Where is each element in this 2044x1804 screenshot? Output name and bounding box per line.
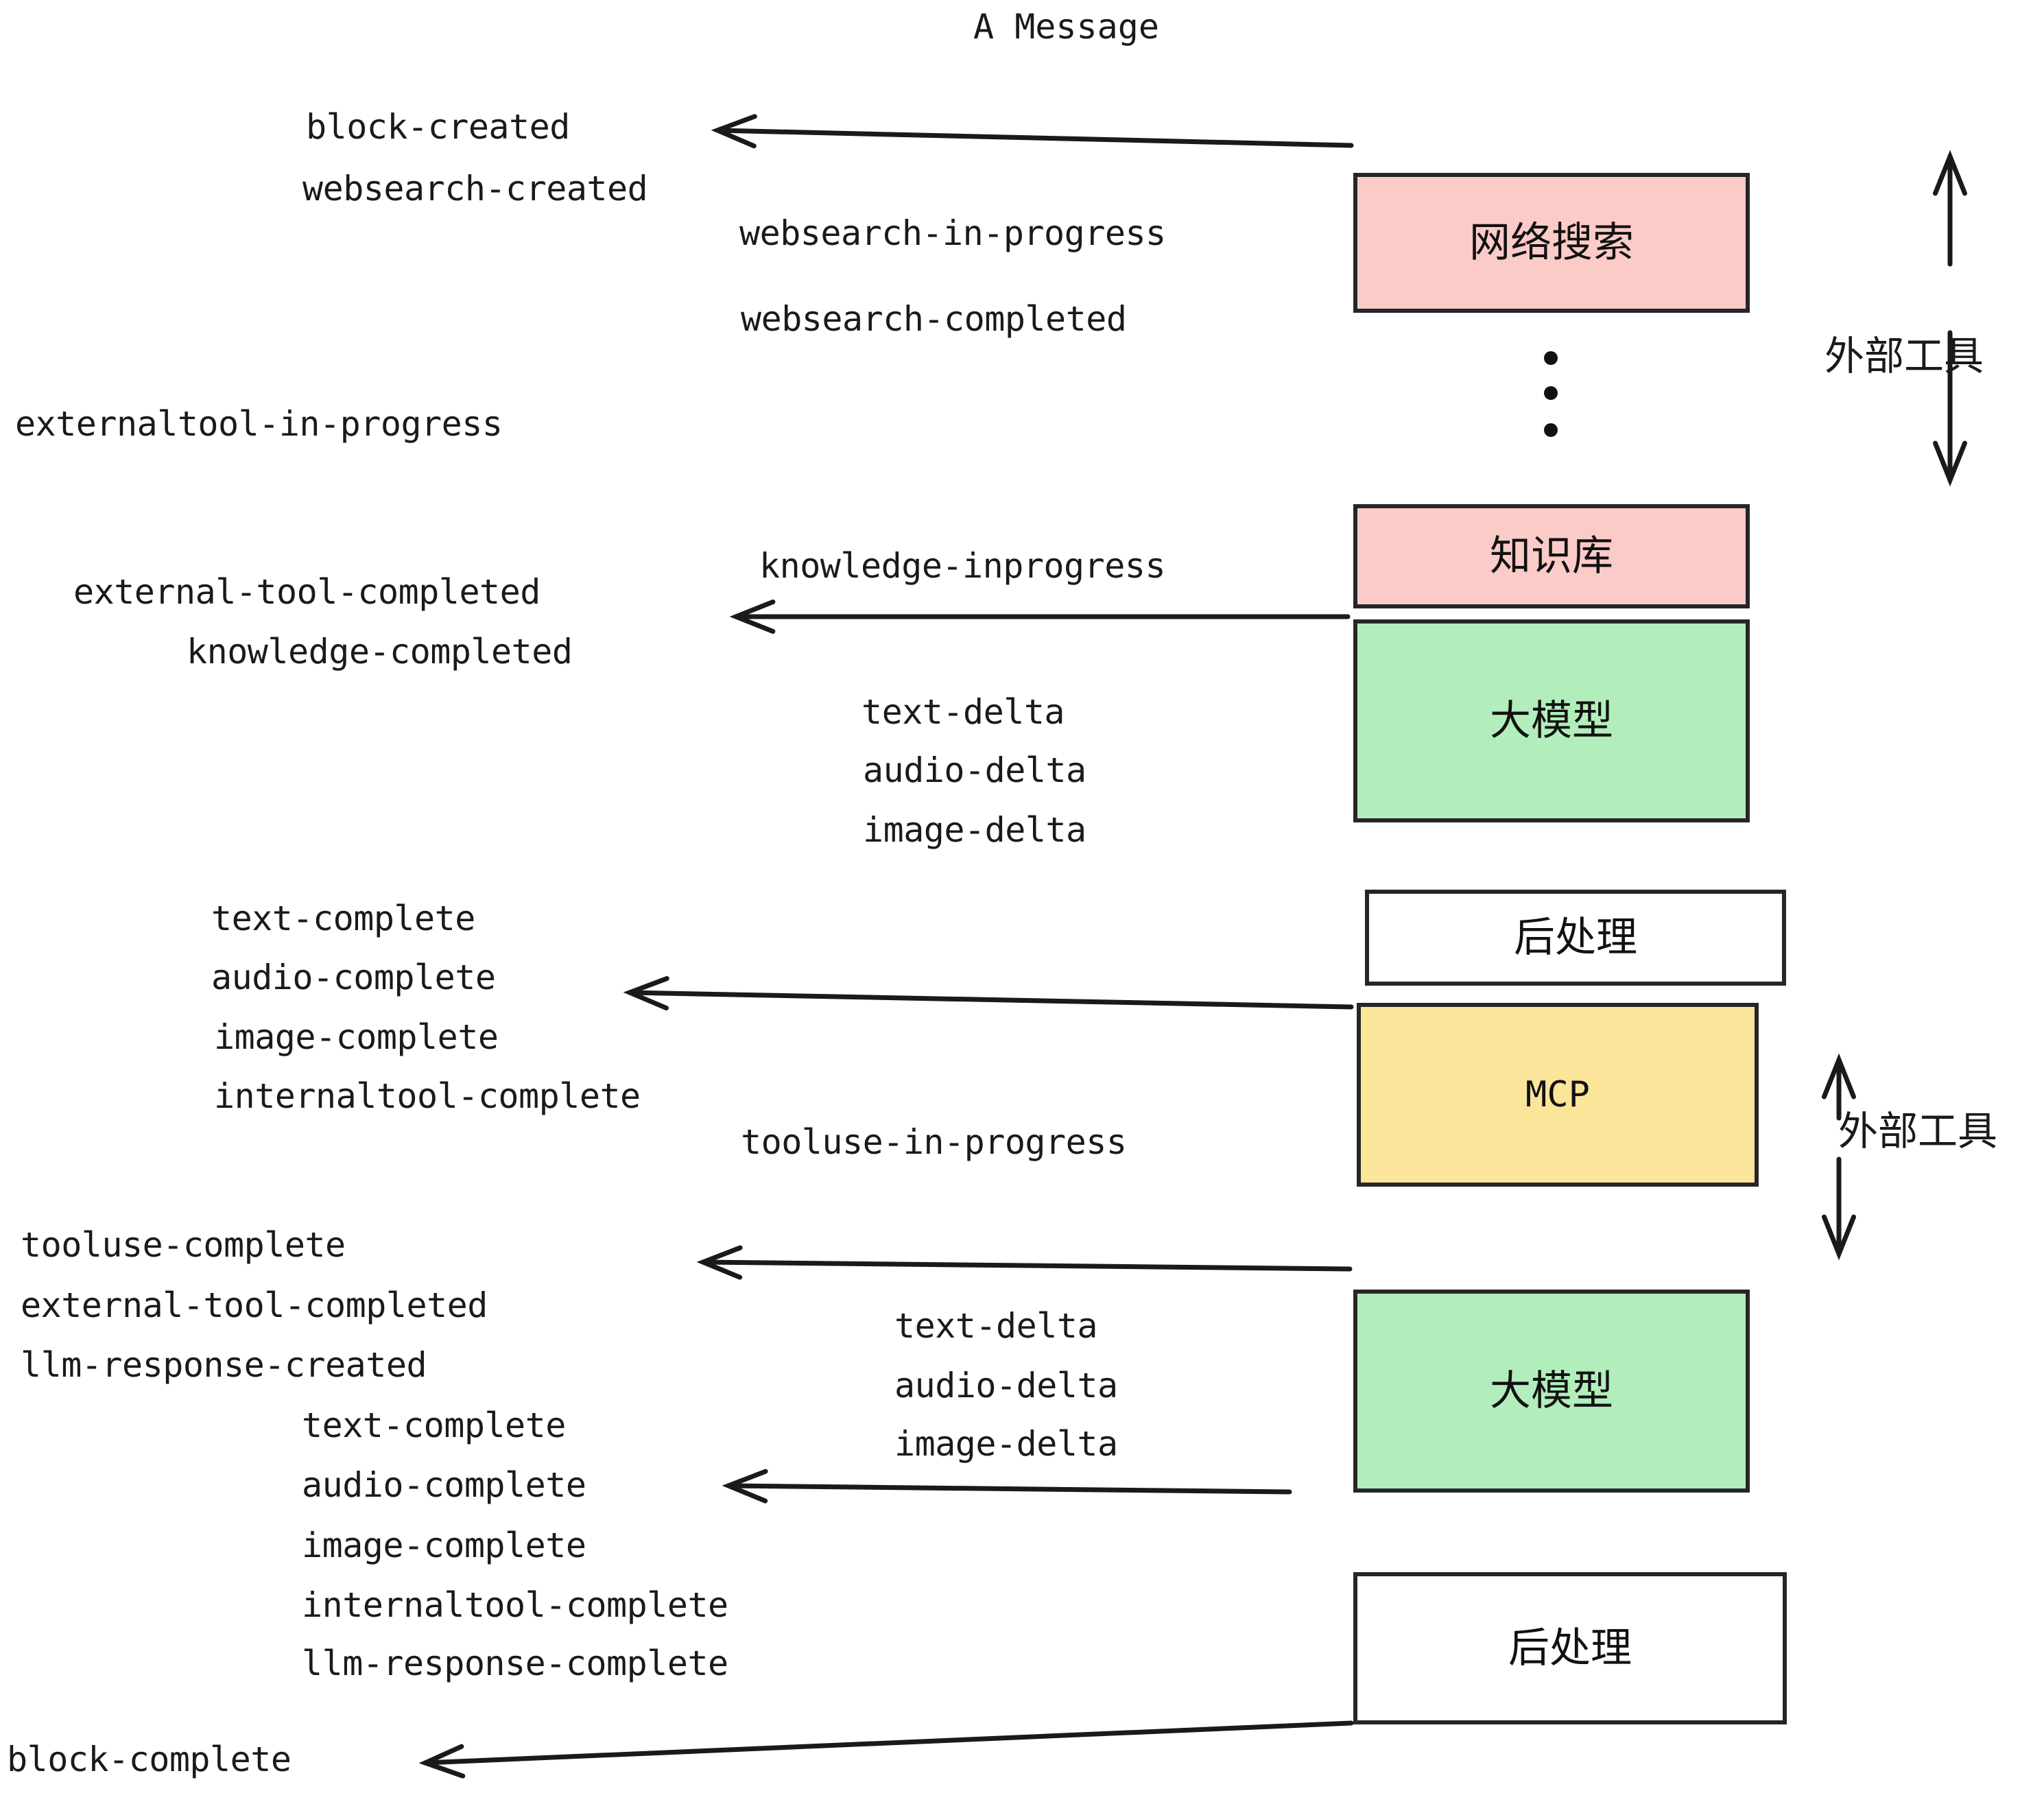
box-label: 网络搜索: [1469, 219, 1634, 267]
box-label: 后处理: [1508, 1624, 1632, 1672]
arrow-knowledge-completed-head: [729, 599, 776, 634]
arrow-tooluse-complete-head: [696, 1245, 743, 1280]
box-llm-2: 大模型: [1353, 1290, 1750, 1493]
ext-tool-up-top-head: [1932, 150, 1968, 196]
box-websearch: 网络搜索: [1353, 173, 1750, 313]
box-label: 后处理: [1514, 914, 1637, 962]
ellipsis-dot-1: [1544, 351, 1558, 365]
event-label-internaltool-complete-2: internaltool-complete: [302, 1585, 728, 1625]
event-label-knowledge-completed: knowledge-completed: [187, 632, 573, 672]
event-label-external-tool-completed-2: external-tool-completed: [21, 1285, 488, 1325]
arrow-audio-complete-head: [722, 1469, 768, 1504]
event-label-llm-response-created: llm-response-created: [21, 1345, 427, 1385]
ellipsis-dot-3: [1544, 423, 1558, 437]
arrow-block-created-line: [715, 128, 1354, 148]
box-label: 大模型: [1490, 697, 1613, 745]
event-label-internaltool-complete-1: internaltool-complete: [214, 1076, 641, 1116]
event-label-external-tool-completed-1: external-tool-completed: [73, 572, 540, 612]
side-label-external-tool-bottom: 外部工具: [1838, 1108, 1998, 1154]
arrow-block-complete-head: [418, 1744, 466, 1779]
arrow-image-complete-line: [627, 990, 1354, 1010]
box-llm-1: 大模型: [1353, 619, 1750, 822]
event-label-text-complete-1: text-complete: [211, 899, 475, 938]
event-label-block-created: block-created: [306, 107, 570, 147]
event-label-externaltool-in-progress: externaltool-in-progress: [15, 404, 503, 444]
event-label-text-delta-2: text-delta: [894, 1306, 1098, 1346]
ext-tool-down-bottom-head: [1821, 1214, 1857, 1261]
event-label-image-complete-2: image-complete: [302, 1526, 586, 1565]
box-mcp: MCP: [1357, 1003, 1759, 1187]
event-label-block-complete: block-complete: [7, 1740, 292, 1779]
box-postproc-2: 后处理: [1353, 1572, 1787, 1724]
event-label-text-complete-2: text-complete: [302, 1405, 566, 1445]
event-label-audio-delta-2: audio-delta: [894, 1366, 1118, 1405]
box-label: 知识库: [1490, 532, 1613, 580]
event-label-audio-delta-1: audio-delta: [863, 750, 1086, 790]
arrow-tooluse-complete-line: [700, 1259, 1353, 1272]
arrow-block-created-head: [711, 114, 757, 149]
box-label: MCP: [1525, 1074, 1590, 1115]
event-label-websearch-created: websearch-created: [302, 169, 648, 209]
arrow-audio-complete-line: [726, 1483, 1292, 1495]
event-label-tooluse-complete: tooluse-complete: [21, 1225, 346, 1265]
arrow-image-complete-head: [623, 976, 669, 1011]
ellipsis-dot-2: [1544, 386, 1558, 400]
event-label-llm-response-complete: llm-response-complete: [302, 1643, 728, 1683]
event-label-tooluse-in-progress: tooluse-in-progress: [741, 1122, 1127, 1162]
event-label-image-complete-1: image-complete: [214, 1017, 499, 1057]
box-postproc-1: 后处理: [1365, 890, 1786, 986]
side-label-external-tool-top: 外部工具: [1825, 333, 1984, 379]
event-label-websearch-in-progress: websearch-in-progress: [739, 213, 1166, 253]
ext-tool-up-bottom-head: [1821, 1053, 1857, 1100]
page-title: A Message: [973, 7, 1159, 47]
box-label: 大模型: [1490, 1367, 1613, 1415]
arrow-block-complete-line: [423, 1720, 1354, 1766]
event-label-websearch-completed: websearch-completed: [741, 299, 1127, 339]
event-label-knowledge-inprogress: knowledge-inprogress: [759, 546, 1166, 586]
event-label-image-delta-1: image-delta: [863, 810, 1086, 850]
ext-tool-down-top-head: [1932, 440, 1968, 487]
event-label-text-delta-1: text-delta: [861, 692, 1065, 732]
box-knowledge: 知识库: [1353, 504, 1750, 608]
event-label-image-delta-2: image-delta: [894, 1424, 1118, 1464]
event-label-audio-complete-1: audio-complete: [211, 958, 496, 997]
event-label-audio-complete-2: audio-complete: [302, 1465, 586, 1505]
